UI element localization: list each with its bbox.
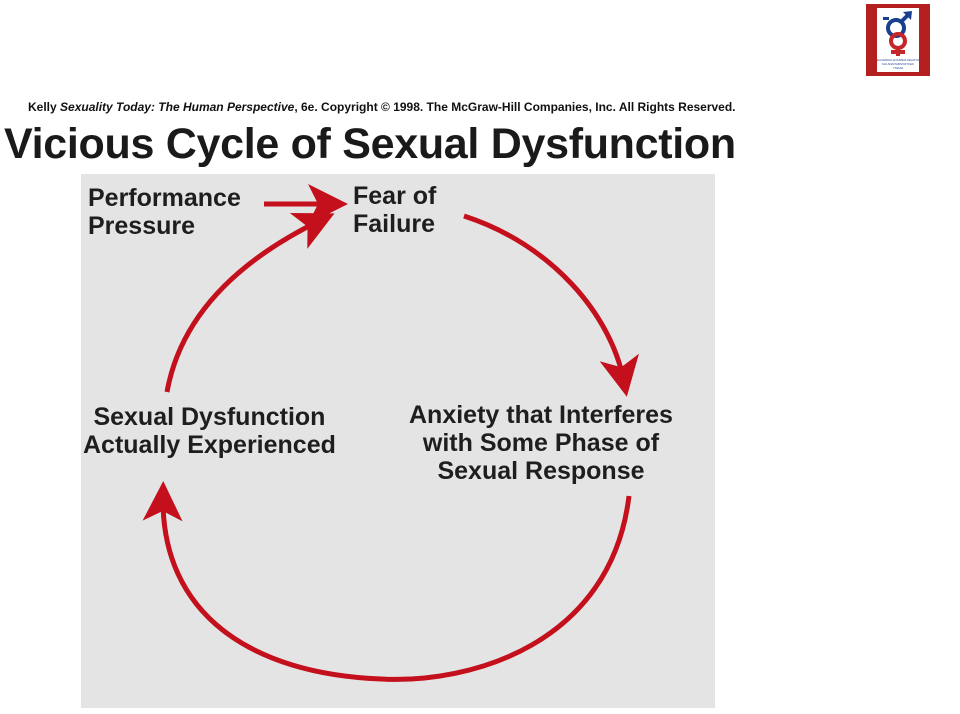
credit-rest: , 6e. Copyright © 1998. The McGraw-Hill … xyxy=(294,100,736,114)
cycle-arrows xyxy=(142,184,639,682)
node-performance-pressure: Performance Pressure xyxy=(88,184,241,240)
node-line: Actually Experienced xyxy=(83,431,336,459)
node-line: Fear of xyxy=(353,182,437,210)
credit-book-title: Sexuality Today: The Human Perspective xyxy=(60,100,295,114)
logo-caption-line-3: ΥΓΕΙΑΣ xyxy=(892,67,904,70)
node-line: Anxiety that Interferes xyxy=(409,401,673,429)
slide-title: Vicious Cycle of Sexual Dysfunction xyxy=(4,120,736,168)
copyright-credit: Kelly Sexuality Today: The Human Perspec… xyxy=(28,100,828,114)
logo-caption-line-1: ΕΛΛΗΝΙΚΗ ΕΤΑΙΡΕΙΑ ΣΕΞΟΥΑΛΙΚΗΣ xyxy=(877,59,919,62)
logo-caption-line-2: ΚΑΙ ΑΝΑΠΑΡΑΓΩΓΙΚΗΣ xyxy=(881,63,915,66)
node-line: Performance xyxy=(88,184,241,212)
node-dysfunction-experienced: Sexual Dysfunction Actually Experienced xyxy=(83,403,336,459)
arrow-anxiety-to-dysfunction xyxy=(142,481,632,682)
node-line: Sexual Dysfunction xyxy=(93,403,326,431)
organization-logo: ΕΛΛΗΝΙΚΗ ΕΤΑΙΡΕΙΑ ΣΕΞΟΥΑΛΙΚΗΣ ΚΑΙ ΑΝΑΠΑΡ… xyxy=(866,4,930,76)
credit-author: Kelly xyxy=(28,100,57,114)
node-line: Sexual Response xyxy=(437,457,645,485)
arrow-dysfunction-to-fear xyxy=(164,212,335,393)
logo-emblem: ΕΛΛΗΝΙΚΗ ΕΤΑΙΡΕΙΑ ΣΕΞΟΥΑΛΙΚΗΣ ΚΑΙ ΑΝΑΠΑΡ… xyxy=(877,8,919,72)
node-fear-of-failure: Fear of Failure xyxy=(353,182,436,238)
node-line: Pressure xyxy=(88,212,196,240)
node-anxiety: Anxiety that Interferes with Some Phase … xyxy=(409,401,673,485)
arrow-fear-to-anxiety xyxy=(463,213,639,397)
cycle-diagram: Performance Pressure Fear of Failure Anx… xyxy=(81,174,715,708)
node-line: Failure xyxy=(353,210,435,238)
gender-symbol-icon xyxy=(883,11,912,56)
node-line: with Some Phase of xyxy=(422,429,660,457)
